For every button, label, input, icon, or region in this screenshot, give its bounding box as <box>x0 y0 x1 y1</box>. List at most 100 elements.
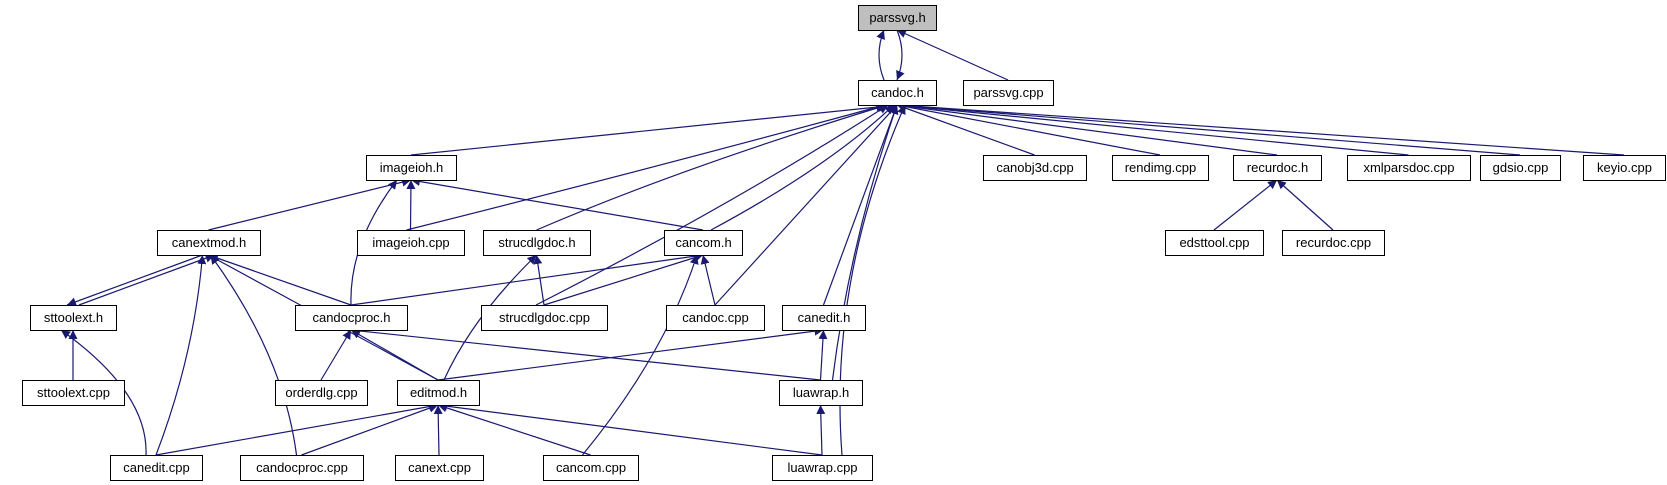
node-recurdoc-cpp[interactable]: recurdoc.cpp <box>1282 230 1385 256</box>
node-box <box>772 455 873 481</box>
node-label: rendimg.cpp <box>1125 160 1197 175</box>
edge-luawrap_cpp-to-luawrap_h <box>816 404 826 456</box>
node-canextmod-h[interactable]: canextmod.h <box>157 230 261 256</box>
node-label: candocproc.cpp <box>256 460 348 475</box>
node-label: canedit.h <box>798 310 851 325</box>
node-edsttool[interactable]: edsttool.cpp <box>1165 230 1264 256</box>
node-keyio[interactable]: keyio.cpp <box>1583 155 1666 181</box>
edge-canedit_cpp-to-sttoolext_h <box>60 329 147 456</box>
node-label: editmod.h <box>410 385 467 400</box>
node-luawrap-cpp[interactable]: luawrap.cpp <box>772 455 873 481</box>
node-box <box>395 455 484 481</box>
node-cancom-h[interactable]: cancom.h <box>664 230 743 256</box>
node-box <box>366 155 457 181</box>
node-box <box>1480 155 1561 181</box>
node-cancom-cpp[interactable]: cancom.cpp <box>543 455 639 481</box>
node-xmlparsdoc[interactable]: xmlparsdoc.cpp <box>1347 155 1471 181</box>
edge-canextmod_h-to-sttoolext_h <box>66 254 203 307</box>
node-label: luawrap.h <box>793 385 849 400</box>
node-label: strucdlgdoc.cpp <box>499 310 590 325</box>
node-label: strucdlgdoc.h <box>498 235 575 250</box>
edge-imageioh_cpp-to-imageioh_h <box>406 179 416 231</box>
edge-cancom_h-to-candoc_h <box>710 104 895 231</box>
node-label: parssvg.cpp <box>973 85 1043 100</box>
node-label: cancom.cpp <box>556 460 626 475</box>
node-label: cancom.h <box>675 235 731 250</box>
node-box <box>782 305 866 331</box>
edge-strucdlgdoc_cpp-to-strucdlgdoc_h <box>533 254 545 306</box>
edge-candoc_h-to-parssvg <box>876 29 885 81</box>
node-gdsio[interactable]: gdsio.cpp <box>1480 155 1561 181</box>
edge-edsttool-to-recurdoc_h <box>1213 179 1278 231</box>
node-imageioh-cpp[interactable]: imageioh.cpp <box>357 230 465 256</box>
edge-strucdlgdoc_h-to-candoc_h <box>536 103 888 231</box>
edge-gdsio-to-candoc_h <box>896 101 1521 156</box>
node-box <box>397 380 480 406</box>
edge-canext_cpp-to-editmod_h <box>433 404 443 456</box>
node-label: xmlparsdoc.cpp <box>1363 160 1454 175</box>
node-canedit-h[interactable]: canedit.h <box>782 305 866 331</box>
nodes-layer: parssvg.h candoc.h parssvg.cpp imageioh.h ca… <box>22 5 1666 481</box>
edge-parssvg-to-candoc_h <box>896 29 905 81</box>
node-canobj3d[interactable]: canobj3d.cpp <box>983 155 1087 181</box>
node-box <box>275 380 368 406</box>
node-canext-cpp[interactable]: canext.cpp <box>395 455 484 481</box>
node-orderdlg[interactable]: orderdlg.cpp <box>275 380 368 406</box>
node-box <box>543 455 639 481</box>
node-box <box>1112 155 1209 181</box>
node-strucdlgdoc-h[interactable]: strucdlgdoc.h <box>483 230 591 256</box>
edge-luawrap_h-to-candocproc_h <box>350 326 821 381</box>
edge-strucdlgdoc_cpp-to-candoc_h <box>535 104 889 306</box>
node-label: canext.cpp <box>408 460 471 475</box>
node-box <box>1282 230 1385 256</box>
node-luawrap-h[interactable]: luawrap.h <box>779 380 863 406</box>
node-box <box>1347 155 1471 181</box>
node-sttoolext-h[interactable]: sttoolext.h <box>30 305 117 331</box>
node-box <box>295 305 408 331</box>
node-label: imageioh.h <box>380 160 444 175</box>
node-box <box>858 5 937 31</box>
edge-canobj3d-to-candoc_h <box>896 103 1035 156</box>
node-rendimg[interactable]: rendimg.cpp <box>1112 155 1209 181</box>
node-candoc-h[interactable]: candoc.h <box>858 80 937 106</box>
node-sttoolext-cpp[interactable]: sttoolext.cpp <box>22 380 125 406</box>
node-label: canextmod.h <box>172 235 246 250</box>
node-strucdlgdoc-cpp[interactable]: strucdlgdoc.cpp <box>481 305 608 331</box>
node-recurdoc-h[interactable]: recurdoc.h <box>1233 155 1322 181</box>
node-canedit-cpp[interactable]: canedit.cpp <box>110 455 203 481</box>
node-candocproc-h[interactable]: candocproc.h <box>295 305 408 331</box>
edge-canedit_cpp-to-canextmod_h <box>155 254 207 456</box>
node-label: canedit.cpp <box>123 460 190 475</box>
node-candocproc-cpp[interactable]: candocproc.cpp <box>240 455 364 481</box>
node-label: keyio.cpp <box>1597 160 1652 175</box>
edge-sttoolext_h-to-canextmod_h <box>78 253 215 306</box>
edge-candocproc_cpp-to-canextmod_h <box>210 254 298 456</box>
node-box <box>481 305 608 331</box>
edge-cancom_cpp-to-editmod_h <box>437 403 591 456</box>
edge-luawrap_h-to-canedit_h <box>818 329 828 381</box>
node-editmod-h[interactable]: editmod.h <box>397 380 480 406</box>
node-parssvg: parssvg.h <box>858 5 937 31</box>
node-label: edsttool.cpp <box>1179 235 1249 250</box>
node-parssvg-cpp[interactable]: parssvg.cpp <box>963 80 1054 106</box>
node-box <box>963 80 1054 106</box>
node-box <box>22 380 125 406</box>
edge-luawrap_cpp-to-candoc_h <box>839 104 906 456</box>
node-imageioh-h[interactable]: imageioh.h <box>366 155 457 181</box>
node-label: luawrap.cpp <box>787 460 857 475</box>
edge-cancom_h-to-imageioh_h <box>410 177 704 231</box>
node-box <box>110 455 203 481</box>
node-label: sttoolext.cpp <box>37 385 110 400</box>
edge-imageioh_cpp-to-candoc_h <box>406 103 886 231</box>
edge-canedit_cpp-to-editmod_h <box>155 402 439 456</box>
node-label: candoc.h <box>871 85 924 100</box>
edge-candocproc_h-to-canextmod_h <box>208 253 352 306</box>
node-box <box>240 455 364 481</box>
node-box <box>1583 155 1666 181</box>
node-box <box>779 380 863 406</box>
node-candoc-cpp[interactable]: candoc.cpp <box>666 305 765 331</box>
node-label: recurdoc.h <box>1247 160 1308 175</box>
edge-orderdlg-to-candocproc_h <box>320 329 352 381</box>
node-label: parssvg.h <box>869 10 925 25</box>
